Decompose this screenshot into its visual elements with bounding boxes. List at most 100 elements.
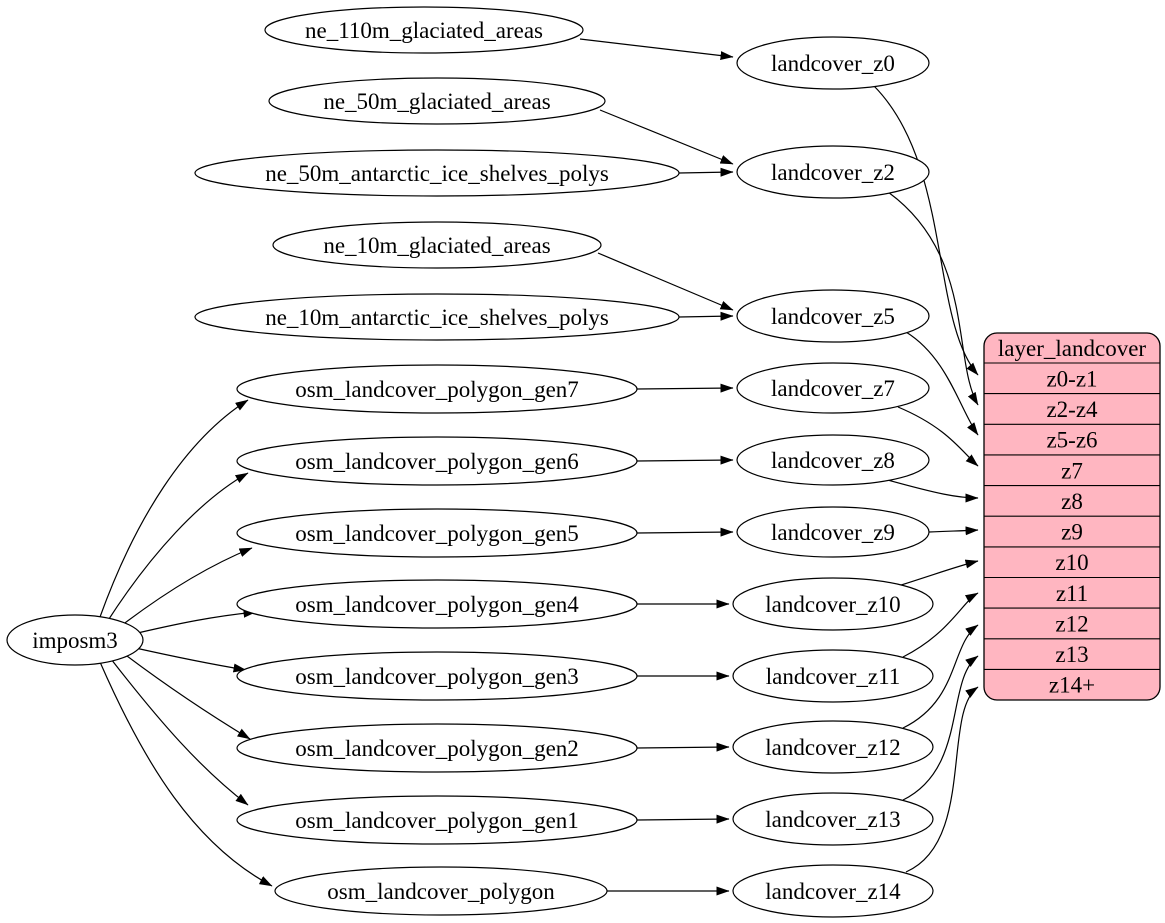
stage-ellipse [736, 36, 930, 90]
source-label: ne_50m_glaciated_areas [323, 89, 550, 114]
edge-imposm3-gen4 [128, 608, 257, 636]
source-ellipse [236, 795, 638, 845]
source-ellipse [236, 436, 638, 486]
node-ne-50m-antarctic-ice-shelves-polys: ne_50m_antarctic_ice_shelves_polys [194, 149, 680, 197]
edge-z0-row [873, 85, 979, 376]
edge-z13-row [902, 655, 979, 801]
edge-imposm3-gen7 [99, 399, 249, 618]
node-ne-10m-antarctic-ice-shelves-polys: ne_10m_antarctic_ice_shelves_polys [194, 293, 680, 341]
source-ellipse [194, 149, 680, 197]
node-landcover-z5: landcover_z5 [736, 289, 930, 343]
edge-gen7-z7 [636, 383, 734, 393]
edge-z14-row [905, 686, 979, 873]
source-ellipse [236, 364, 638, 414]
stage-ellipse [732, 792, 934, 846]
stage-label: landcover_z2 [771, 160, 895, 185]
table-row-z0-z1: z0-z1 [1046, 367, 1097, 392]
source-label: osm_landcover_polygon_gen3 [295, 664, 579, 689]
node-landcover-z2: landcover_z2 [736, 145, 930, 199]
edge-ne50m-antarctic-z2 [678, 167, 734, 177]
imposm3-ellipse [6, 614, 144, 666]
node-landcover-z12: landcover_z12 [732, 720, 934, 774]
node-landcover-z10: landcover_z10 [732, 577, 934, 631]
table-row-z8: z8 [1061, 489, 1083, 514]
stage-ellipse [732, 864, 934, 918]
node-osm-landcover-polygon-gen5: osm_landcover_polygon_gen5 [236, 508, 638, 558]
stage-label: landcover_z10 [765, 592, 900, 617]
node-landcover-z13: landcover_z13 [732, 792, 934, 846]
edge-z8-row [883, 478, 979, 503]
table-row-z9: z9 [1061, 520, 1083, 545]
node-landcover-z8: landcover_z8 [736, 434, 930, 486]
source-label: osm_landcover_polygon_gen6 [295, 449, 579, 474]
node-landcover-z14: landcover_z14 [732, 864, 934, 918]
source-label: osm_landcover_polygon_gen5 [295, 521, 579, 546]
source-label: osm_landcover_polygon_gen2 [295, 736, 579, 761]
edge-z5-row [905, 331, 979, 436]
table-row-z14: z14+ [1049, 673, 1095, 698]
stage-ellipse [736, 362, 930, 414]
edge-imposm3-gen3 [130, 646, 247, 673]
stage-ellipse [732, 649, 934, 703]
source-ellipse [268, 77, 606, 125]
node-ne-10m-glaciated-areas: ne_10m_glaciated_areas [272, 221, 602, 269]
edge-imposm3-gen6 [106, 472, 249, 623]
source-ellipse [236, 508, 638, 558]
source-ellipse [236, 579, 638, 629]
stage-label: landcover_z11 [766, 664, 901, 689]
edge-z7-row [897, 406, 979, 467]
edge-imposm3-gen1 [110, 658, 249, 806]
edges-sources-to-stages [579, 38, 734, 896]
edge-ne110m-z0 [579, 38, 734, 61]
stage-ellipse [736, 289, 930, 343]
edge-imposm3-polygon [99, 661, 273, 887]
node-osm-landcover-polygon-gen3: osm_landcover_polygon_gen3 [236, 651, 638, 701]
stage-ellipse [736, 506, 930, 558]
stage-label: landcover_z0 [771, 51, 895, 76]
stage-label: landcover_z7 [771, 376, 895, 401]
table-row-z12: z12 [1055, 612, 1088, 637]
stage-label: landcover_z8 [771, 448, 895, 473]
node-osm-landcover-polygon-gen1: osm_landcover_polygon_gen1 [236, 795, 638, 845]
node-landcover-z0: landcover_z0 [736, 36, 930, 90]
source-ellipse [272, 221, 602, 269]
edge-z10-row [897, 559, 979, 587]
node-landcover-z11: landcover_z11 [732, 649, 934, 703]
stage-label: landcover_z5 [771, 304, 895, 329]
node-ne-110m-glaciated-areas: ne_110m_glaciated_areas [264, 6, 584, 54]
edge-ne10m-antarctic-z5 [678, 311, 734, 321]
stage-ellipse [736, 434, 930, 486]
source-label: osm_landcover_polygon_gen1 [295, 808, 579, 833]
node-osm-landcover-polygon-gen6: osm_landcover_polygon_gen6 [236, 436, 638, 486]
node-landcover-z7: landcover_z7 [736, 362, 930, 414]
edge-gen6-z8 [636, 455, 734, 465]
edge-gen5-z9 [636, 527, 734, 537]
edge-ne10m-glaciated-z5 [597, 252, 734, 311]
node-layer-landcover-table: layer_landcover z0-z1 z2-z4 z5-z6 z7 z8 … [983, 332, 1161, 701]
node-osm-landcover-polygon-gen2: osm_landcover_polygon_gen2 [236, 723, 638, 773]
stage-label: landcover_z13 [765, 807, 900, 832]
edge-gen2-z12 [636, 742, 730, 752]
stage-ellipse [736, 145, 930, 199]
source-label: ne_110m_glaciated_areas [305, 18, 543, 43]
node-ne-50m-glaciated-areas: ne_50m_glaciated_areas [268, 77, 606, 125]
table-row-z13: z13 [1055, 642, 1088, 667]
edge-z9-row [928, 526, 979, 536]
edge-imposm3-gen2 [122, 652, 251, 740]
edge-z11-row [902, 592, 979, 658]
stage-ellipse [732, 720, 934, 774]
edge-imposm3-gen5 [116, 547, 253, 630]
edge-z12-row [902, 624, 979, 729]
edge-ne50m-glaciated-z2 [599, 109, 734, 165]
stage-label: landcover_z9 [771, 520, 895, 545]
node-landcover-z9: landcover_z9 [736, 506, 930, 558]
source-ellipse [194, 293, 680, 341]
source-ellipse [264, 6, 584, 54]
imposm3-label: imposm3 [32, 628, 118, 653]
table-row-z10: z10 [1055, 550, 1088, 575]
table-row-z2-z4: z2-z4 [1046, 397, 1098, 422]
stage-label: landcover_z12 [765, 735, 900, 760]
edge-gen1-z13 [636, 814, 730, 824]
